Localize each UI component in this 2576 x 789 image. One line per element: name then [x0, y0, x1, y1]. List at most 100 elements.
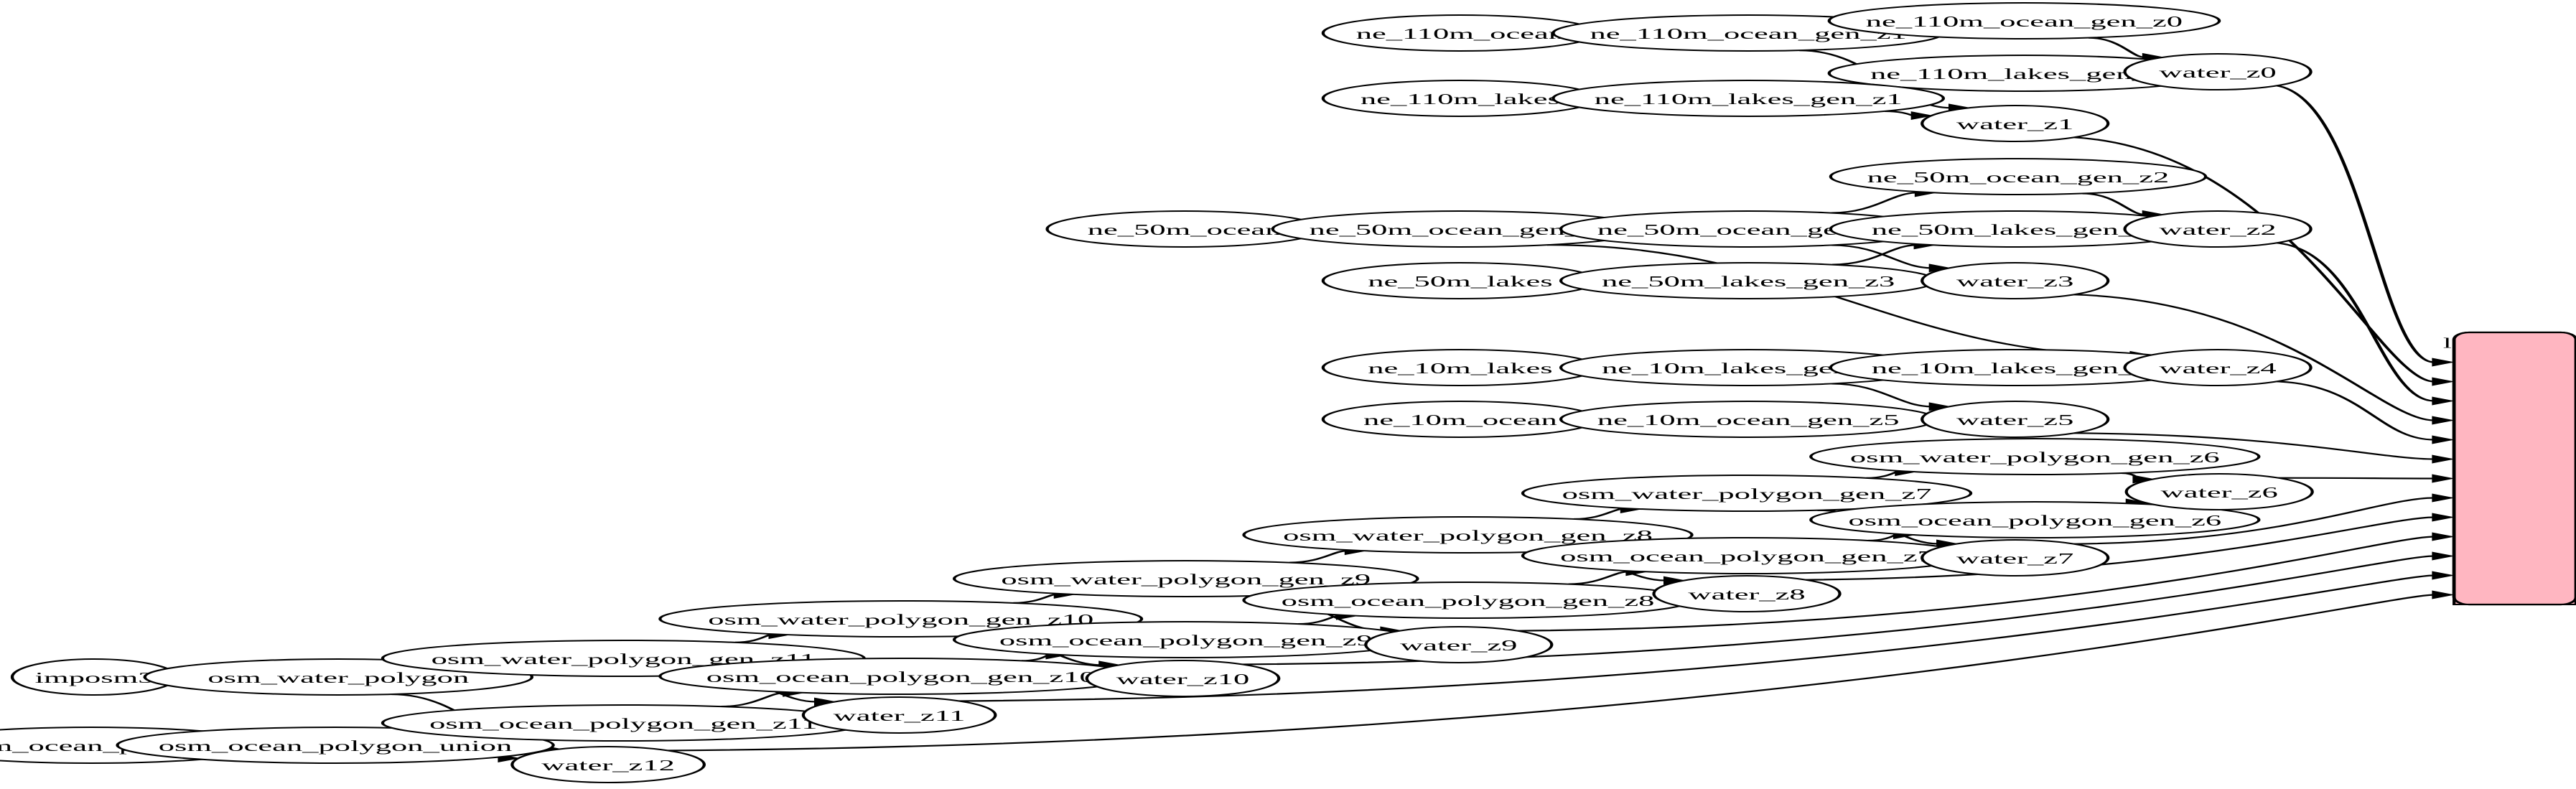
graph-node-ne_50m_lakes[interactable]: ne_50m_lakes: [1321, 262, 1600, 299]
edge-arrowhead: [2432, 532, 2455, 541]
graph-node-ne_10m_lakes[interactable]: ne_10m_lakes: [1321, 349, 1600, 386]
graph-node-water_z3[interactable]: water_z3: [1921, 262, 2110, 299]
node-shape: [1809, 438, 2261, 475]
edge-arrowhead: [2432, 416, 2455, 425]
node-label: ne_50m_ocean: [1088, 221, 1282, 238]
edge-line: [1866, 471, 1898, 479]
graph-node-ne_50m_ocean[interactable]: ne_50m_ocean: [1045, 210, 1323, 248]
graph-node-osm_ocean_polygon_gen_z9[interactable]: osm_ocean_polygon_gen_z9: [952, 621, 1419, 658]
graph-node-water_z9[interactable]: water_z9: [1364, 626, 1554, 663]
edge-water_z7-to-layer_water-z7: [2073, 493, 2455, 545]
edge-water_z5-to-layer_water-z5: [2073, 432, 2455, 464]
node-label: water_z4: [2159, 360, 2276, 377]
graph-node-ne_10m_lakes_gen_z5[interactable]: ne_10m_lakes_gen_z5: [1559, 349, 1938, 386]
graph-node-water_z1[interactable]: water_z1: [1921, 105, 2110, 142]
node-label: ne_110m_ocean_gen_z0: [1866, 13, 2183, 30]
node-label: ne_110m_lakes_gen_z0: [1870, 65, 2178, 83]
graph-node-water_z5[interactable]: water_z5: [1921, 401, 2110, 438]
graph-node-water_z0[interactable]: water_z0: [2123, 53, 2313, 90]
graph-node-osm_ocean_polygon_union[interactable]: osm_ocean_polygon_union: [116, 727, 555, 764]
graph-node-imposm3[interactable]: imposm3: [10, 658, 179, 696]
node-label: ne_110m_ocean_gen_z1: [1590, 25, 1907, 42]
graph-node-ne_10m_ocean_gen_z5[interactable]: ne_10m_ocean_gen_z5: [1559, 401, 1938, 438]
edge-water_z9-to-layer_water-z9: [1517, 532, 2455, 632]
graph-node-ne_50m_ocean_gen_z4[interactable]: ne_50m_ocean_gen_z4: [1271, 210, 1650, 248]
edge-line: [2073, 497, 2435, 545]
node-label: osm_ocean_polygon_gen_z8: [1282, 592, 1655, 610]
edge-arrowhead: [2432, 513, 2455, 522]
graph-node-ne_50m_ocean_gen_z2[interactable]: ne_50m_ocean_gen_z2: [1829, 158, 2208, 195]
edge-arrowhead: [2432, 396, 2455, 406]
node-shape: [1521, 475, 1973, 512]
edge-arrowhead: [2432, 474, 2455, 483]
edge-line: [1568, 571, 1628, 585]
node-shape: [801, 696, 997, 734]
layer-water-record: layer_waterz0z1z2z3z4z5z6z7z8z9z10z11z12…: [2443, 331, 2576, 606]
graph-node-osm_ocean_polygon_gen_z10[interactable]: osm_ocean_polygon_gen_z10: [658, 658, 1144, 695]
node-label: osm_ocean_polygon_gen_z6: [1848, 512, 2221, 529]
graph-node-water_z7[interactable]: water_z7: [1921, 539, 2110, 576]
node-label: ne_110m_lakes_gen_z1: [1595, 90, 1903, 108]
node-shape: [1809, 501, 2261, 538]
node-label: water_z12: [541, 757, 675, 774]
graph-node-osm_ocean_polygon_gen_z7[interactable]: osm_ocean_polygon_gen_z7: [1521, 537, 1973, 574]
graph-node-osm_water_polygon_gen_z7[interactable]: osm_water_polygon_gen_z7: [1521, 475, 1973, 512]
graph-node-ne_110m_ocean_gen_z0[interactable]: ne_110m_ocean_gen_z0: [1827, 2, 2221, 39]
graph-node-ne_110m_lakes[interactable]: ne_110m_lakes: [1321, 80, 1600, 117]
edge-line: [1013, 593, 1057, 604]
graph-node-water_z10[interactable]: water_z10: [1085, 660, 1281, 697]
edge-line: [1831, 244, 1931, 269]
node-shape: [1921, 262, 2110, 299]
node-label: water_z3: [1956, 273, 2073, 290]
node-label: water_z9: [1400, 637, 1517, 654]
node-label: ne_10m_ocean_gen_z5: [1597, 411, 1900, 429]
node-shape: [1827, 2, 2221, 39]
node-shape: [1085, 660, 1281, 697]
graph-node-osm_water_polygon_gen_z6[interactable]: osm_water_polygon_gen_z6: [1809, 438, 2261, 475]
edge-line: [1297, 615, 1339, 625]
nodes-layer: imposm3osm_ocean_polygonosm_ocean_polygo…: [0, 2, 2314, 783]
node-label: ne_50m_lakes_gen_z2: [1872, 221, 2165, 238]
node-label: ne_10m_ocean: [1363, 411, 1557, 429]
edge-arrowhead: [2432, 551, 2455, 561]
graph-node-osm_ocean_polygon_gen_z8[interactable]: osm_ocean_polygon_gen_z8: [1242, 582, 1694, 619]
node-label: ne_50m_lakes_gen_z3: [1602, 273, 1895, 290]
edge-water_z6-to-layer_water-z6: [2278, 474, 2455, 483]
graph-node-ne_110m_lakes_gen_z1[interactable]: ne_110m_lakes_gen_z1: [1551, 80, 1946, 117]
edge-line: [2082, 192, 2145, 215]
node-shape: [2123, 210, 2313, 248]
node-label: osm_ocean_polygon_gen_z7: [1560, 548, 1933, 565]
graph-node-water_z6[interactable]: water_z6: [2124, 473, 2314, 510]
edge-line: [1831, 383, 1931, 408]
edge-line: [1884, 110, 1914, 117]
edge-line: [734, 634, 772, 643]
edge-line: [1806, 516, 2435, 581]
edge-line: [721, 691, 785, 708]
node-shape: [2124, 473, 2314, 510]
edge-line: [668, 594, 2435, 752]
graph-node-osm_ocean_polygon_gen_z11[interactable]: osm_ocean_polygon_gen_z11: [381, 704, 866, 742]
node-label: ne_10m_lakes_gen_z4: [1872, 360, 2165, 377]
node-label: osm_water_polygon_gen_z7: [1562, 485, 1932, 503]
graph-node-water_z2[interactable]: water_z2: [2123, 210, 2313, 248]
node-label: ne_110m_lakes: [1361, 90, 1560, 108]
edge-arrowhead: [1910, 111, 1934, 120]
edge-water_z0-to-layer_water-z0: [2276, 85, 2455, 367]
graph-node-water_z11[interactable]: water_z11: [801, 696, 997, 734]
edge-line: [958, 574, 2435, 702]
node-label: water_z0: [2159, 64, 2276, 81]
graph-node-water_z8[interactable]: water_z8: [1652, 575, 1842, 612]
edge-arrowhead: [2432, 590, 2455, 599]
node-label: osm_water_polygon_gen_z9: [1001, 571, 1371, 588]
node-label: osm_water_polygon_gen_z10: [708, 611, 1093, 628]
graph-node-ne_50m_lakes_gen_z3[interactable]: ne_50m_lakes_gen_z3: [1559, 262, 1938, 299]
node-label: water_z10: [1116, 671, 1250, 688]
graph-node-osm_ocean_polygon_gen_z6[interactable]: osm_ocean_polygon_gen_z6: [1809, 501, 2261, 538]
edge-water_z10-to-layer_water-z10: [1242, 551, 2455, 666]
graph-node-ne_10m_ocean[interactable]: ne_10m_ocean: [1321, 401, 1600, 438]
graph-node-ne_50m_lakes_gen_z2[interactable]: ne_50m_lakes_gen_z2: [1829, 210, 2208, 248]
graph-node-water_z4[interactable]: water_z4: [2123, 349, 2313, 386]
graph-node-ne_110m_ocean[interactable]: ne_110m_ocean: [1321, 14, 1600, 52]
node-label: ne_10m_lakes: [1368, 360, 1552, 377]
graph-node-water_z12[interactable]: water_z12: [510, 746, 706, 783]
